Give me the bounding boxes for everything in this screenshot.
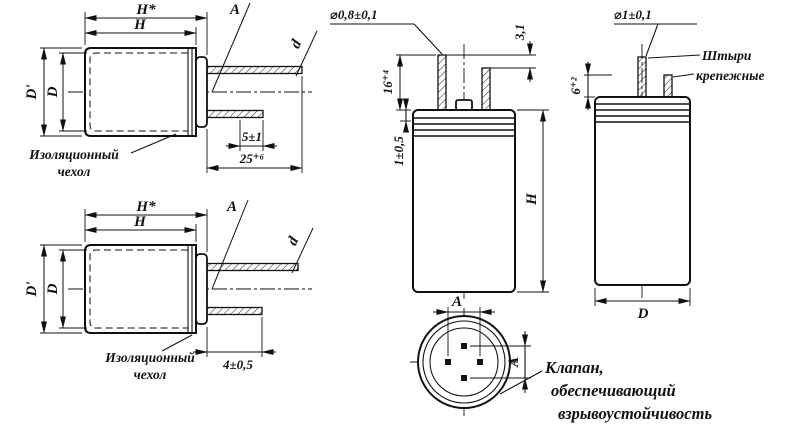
valve-leader <box>499 370 543 395</box>
pins-leader-1 <box>647 54 701 59</box>
figure-axial-capacitor-top: H* H D' D A d 5±1 25⁺⁶ <box>24 2 318 179</box>
figure-axial-capacitor-bottom: H* H D' D A d 4±0,5 Изоляционный чехол <box>24 199 314 382</box>
callout-sleeve-line2: чехол <box>58 164 91 179</box>
dim-h: H <box>133 17 147 33</box>
leader-pin-diameter <box>413 23 443 55</box>
figure-radial-capacitor-middle: ⌀0,8±0,1 3,1 16⁺⁴ 1±0,5 H <box>330 7 712 423</box>
dim-d-prime: D' <box>24 85 40 101</box>
dim-lead-length: 25⁺⁶ <box>239 151 264 166</box>
pins-callout-line2: крепежные <box>696 68 764 83</box>
mounting-pin-right <box>663 74 673 98</box>
center-stud <box>455 99 473 111</box>
dim-h-star: H* <box>135 199 156 215</box>
dim-d: D <box>637 306 649 322</box>
end-seal <box>195 56 208 128</box>
pin-top <box>461 343 467 349</box>
callout-sleeve-line1: Изоляционный <box>104 350 195 365</box>
dim-a-horizontal: A <box>451 294 462 310</box>
lead-bottom <box>206 109 264 119</box>
pins-leader-2 <box>672 73 695 78</box>
leader-pin-diameter <box>645 23 659 57</box>
dim-a-vertical: A <box>506 357 522 368</box>
seal-circle <box>429 327 499 397</box>
pin-bottom <box>461 375 467 381</box>
dim-lead-tip-length: 5±1 <box>242 129 262 144</box>
dim-pin-length: 16⁺⁴ <box>380 69 395 94</box>
case-outline-circle <box>417 315 511 409</box>
pin-left <box>445 359 451 365</box>
valve-callout-line1: Клапан, <box>544 358 604 377</box>
dim-d-prime: D' <box>24 282 40 298</box>
terminal-pin-right <box>481 67 491 111</box>
capacitor-can <box>412 109 516 293</box>
dim-lead-diameter: d <box>285 234 303 248</box>
figure-radial-capacitor-right: ⌀1±0,1 Штыри крепежные 6⁺² D <box>568 7 764 322</box>
dim-h: H <box>133 214 147 230</box>
valve-callout-line2: обеспечивающий <box>551 381 676 400</box>
inner-can-dashed <box>89 52 188 132</box>
capacitor-body <box>84 244 197 334</box>
lead-bottom <box>206 306 263 316</box>
callout-sleeve-line1: Изоляционный <box>28 147 119 162</box>
dim-pin-diameter: ⌀0,8±0,1 <box>330 7 377 22</box>
callout-sleeve-line2: чехол <box>134 367 167 382</box>
dim-a: A <box>226 199 237 215</box>
figure1-dimensions: H* H D' D A d 5±1 25⁺⁶ <box>24 2 318 179</box>
dim-d: D <box>45 283 61 295</box>
callout-leader <box>130 133 177 154</box>
dim-lead-diameter: d <box>288 37 306 51</box>
capacitor-can <box>594 96 691 286</box>
dim-pin-diameter: ⌀1±0,1 <box>614 7 652 22</box>
bottom-view: A A Клапан, обеспечивающий взрывоустойчи… <box>410 294 712 423</box>
inner-can-dashed <box>89 249 188 329</box>
dim-lead-tip-length: 4±0,5 <box>222 357 253 372</box>
figure3-dimensions: ⌀0,8±0,1 3,1 16⁺⁴ 1±0,5 H <box>330 7 549 293</box>
dim-seam: 1±0,5 <box>391 136 406 166</box>
terminal-pin-left <box>437 54 447 111</box>
pin-right <box>477 359 483 365</box>
capacitor-body <box>84 47 197 137</box>
dim-h-star: H* <box>135 2 156 18</box>
pins-callout-line1: Штыри <box>701 48 752 63</box>
dim-h: H <box>524 192 540 206</box>
dim-d: D <box>45 86 61 98</box>
dim-a: A <box>229 2 240 18</box>
valve-callout-line3: взрывоустойчивость <box>558 404 712 423</box>
figure4-dimensions: ⌀1±0,1 Штыри крепежные 6⁺² D <box>568 7 764 322</box>
callout-leader <box>161 334 193 352</box>
sleeve-circle <box>422 320 506 404</box>
end-seal <box>195 253 208 325</box>
mounting-pin-left <box>637 56 647 98</box>
dim-pin-step: 3,1 <box>512 24 527 41</box>
dim-pin-length: 6⁺² <box>568 76 583 94</box>
